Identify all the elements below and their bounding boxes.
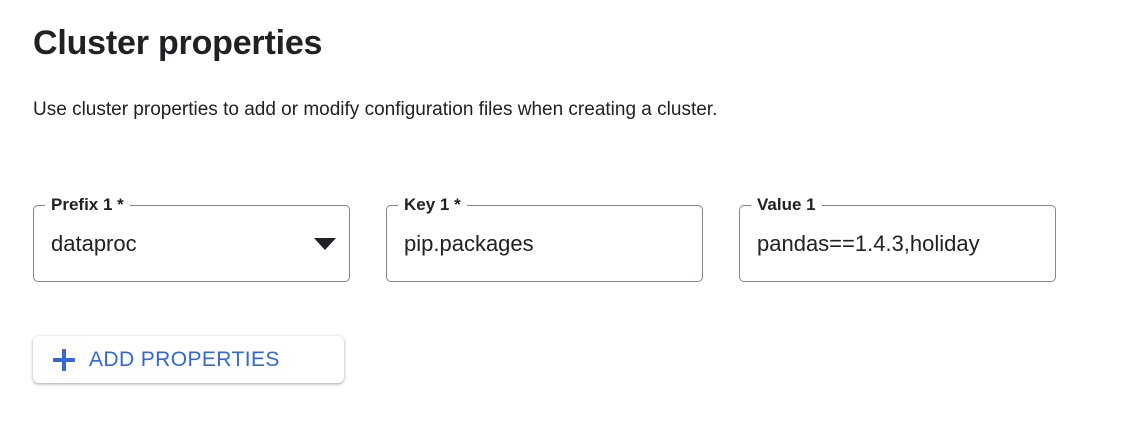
- field-value-1[interactable]: Value 1 pandas==1.4.3,holiday: [739, 195, 1056, 282]
- field-key-1-value[interactable]: pip.packages: [404, 231, 534, 256]
- field-key-1[interactable]: Key 1 * pip.packages: [386, 195, 703, 282]
- field-prefix-1-control[interactable]: dataproc: [33, 223, 350, 265]
- field-value-1-label: Value 1: [756, 195, 817, 215]
- field-value-1-control[interactable]: pandas==1.4.3,holiday: [739, 223, 1056, 265]
- add-properties-button-label: ADD PROPERTIES: [89, 347, 280, 371]
- field-value-1-value[interactable]: pandas==1.4.3,holiday: [757, 231, 980, 256]
- field-prefix-1-value[interactable]: dataproc: [51, 231, 137, 256]
- page-description: Use cluster properties to add or modify …: [33, 99, 718, 120]
- plus-icon: [53, 348, 75, 371]
- field-key-1-control[interactable]: pip.packages: [386, 223, 703, 265]
- field-prefix-1-label: Prefix 1 *: [50, 195, 125, 215]
- field-prefix-1[interactable]: Prefix 1 * dataproc: [33, 195, 350, 282]
- chevron-down-icon[interactable]: [314, 238, 336, 250]
- add-properties-button[interactable]: ADD PROPERTIES: [33, 336, 344, 383]
- properties-row: Prefix 1 * dataproc Key 1 * pip.packages: [33, 195, 1056, 282]
- field-key-1-label: Key 1 *: [403, 195, 462, 215]
- page-title: Cluster properties: [33, 24, 323, 62]
